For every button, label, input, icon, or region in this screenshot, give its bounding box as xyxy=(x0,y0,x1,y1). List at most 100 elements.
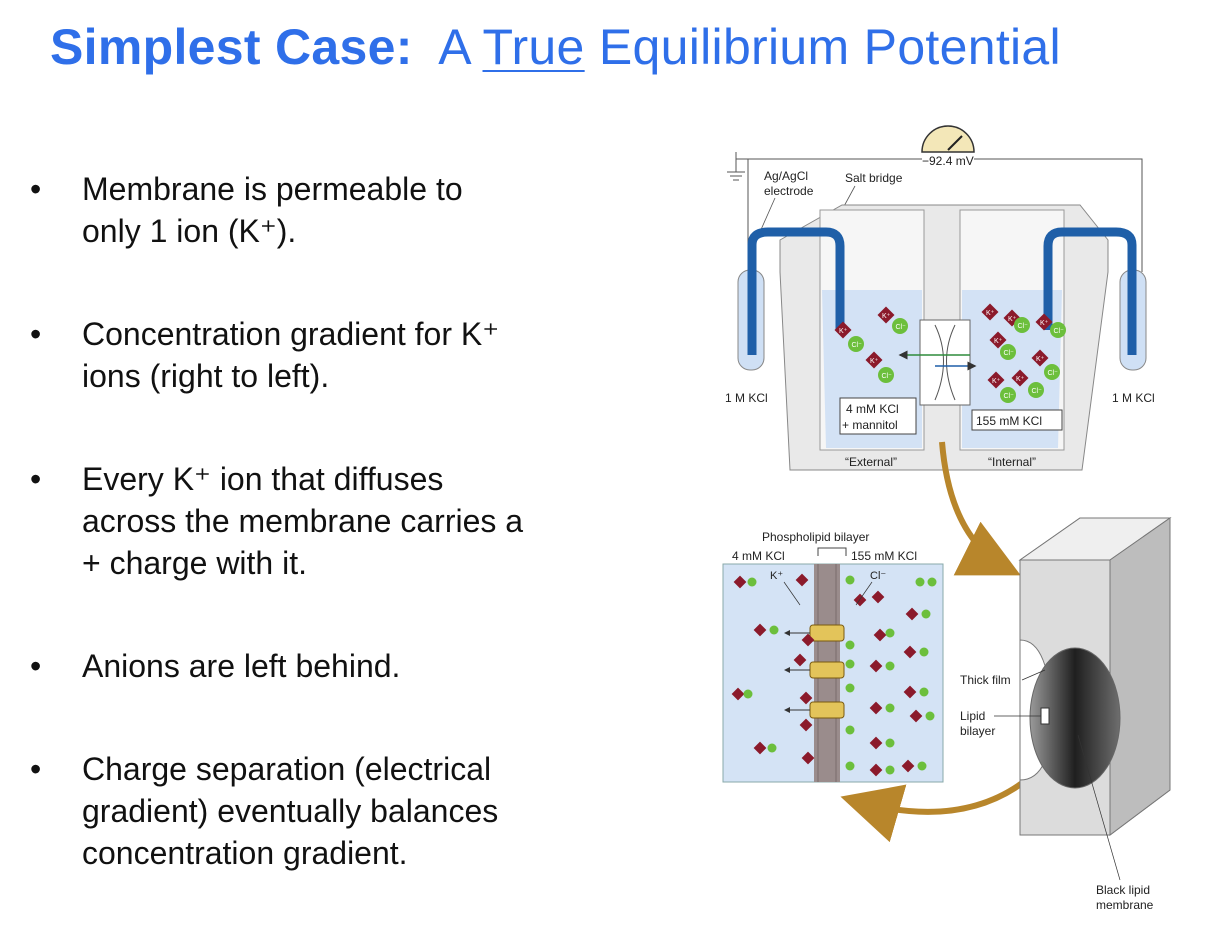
bullet-dot: • xyxy=(30,171,42,207)
title-post: Equilibrium Potential xyxy=(598,19,1061,75)
cl-ion-icon xyxy=(885,661,895,671)
k-ion-label: K⁺ xyxy=(882,313,891,320)
cl-ion-icon xyxy=(885,765,895,775)
right-box-label: 155 mM KCl xyxy=(976,414,1042,428)
cl-ion-label: Cl⁻ xyxy=(1004,350,1015,357)
k-ion-label: K⁺ xyxy=(986,310,995,317)
title-bold: Simplest Case: xyxy=(50,19,413,75)
left-tube-label: 1 M KCl xyxy=(725,391,768,405)
cl-ion-icon xyxy=(885,628,895,638)
bullet-text: only 1 ion (K⁺). xyxy=(82,213,297,249)
cl-ion-icon xyxy=(915,577,925,587)
cl-ion-label: Cl⁻ xyxy=(1054,328,1065,335)
wire-left xyxy=(735,152,922,160)
cl-ion-icon xyxy=(885,738,895,748)
external-label: “External” xyxy=(845,455,897,469)
cl-ion-label: Cl⁻ xyxy=(1032,388,1043,395)
lipid-bilayer-label: Lipid xyxy=(960,709,985,723)
cl-ion-icon xyxy=(919,687,929,697)
cl-ion-icon xyxy=(1028,382,1044,398)
cl-ion-icon xyxy=(845,575,855,585)
left-box-label: + mannitol xyxy=(842,418,898,432)
internal-label: “Internal” xyxy=(988,455,1036,469)
right-tube-label: 1 M KCl xyxy=(1112,391,1155,405)
cl-ion-icon xyxy=(917,761,927,771)
k-ion-label: K⁺ xyxy=(1036,356,1045,363)
k-ion-icon xyxy=(989,331,1007,349)
cl-ion-icon xyxy=(878,367,894,383)
k-channels xyxy=(784,624,845,719)
right-conc-label: 155 mM KCl xyxy=(851,549,917,563)
title-underlined: True xyxy=(482,19,585,75)
thick-film-label: Thick film xyxy=(960,673,1011,687)
k-ion-label: K⁺ xyxy=(870,358,879,365)
bullet-text: Every K⁺ ion that diffuses xyxy=(82,461,444,497)
k-ion-label: K⁺ xyxy=(1008,316,1017,323)
k-ion-label: K⁺ xyxy=(994,338,1003,345)
bullet-text: concentration gradient. xyxy=(82,835,408,871)
bullet-dot: • xyxy=(30,648,42,684)
left-box-label: 4 mM KCl xyxy=(846,402,899,416)
lipid-bilayer-label: bilayer xyxy=(960,724,995,738)
salt-bridge-right xyxy=(1043,227,1147,371)
voltmeter-reading: −92.4 mV xyxy=(922,154,974,168)
cl-ion-label: Cl⁻ xyxy=(1004,393,1015,400)
bullet-text: + charge with it. xyxy=(82,545,307,581)
cl-ion-icon xyxy=(927,577,937,587)
membrane-block xyxy=(1018,517,1172,836)
electrode-label: Ag/AgCl xyxy=(764,169,808,183)
cl-ion-icon xyxy=(919,647,929,657)
bullet-text: gradient) eventually balances xyxy=(82,793,499,829)
black-lipid-label: Black lipid xyxy=(1096,883,1150,897)
cl-ion-icon xyxy=(1000,387,1016,403)
bullet-text: Membrane is permeable to xyxy=(82,171,463,207)
cl-ion-icon xyxy=(1050,322,1066,338)
cl-ion-icon xyxy=(845,640,855,650)
cl-ion-icon xyxy=(1014,317,1030,333)
cl-ion-icon xyxy=(1000,344,1016,360)
cl-ion-icon xyxy=(743,689,753,699)
page-title: Simplest Case: A True Equilibrium Potent… xyxy=(50,18,1061,76)
cl-ion-icon xyxy=(925,711,935,721)
cl-ion-icon xyxy=(845,683,855,693)
k-ion-icon xyxy=(865,351,883,369)
bullet-text: Charge separation (electrical xyxy=(82,751,492,787)
cl-ion-icon xyxy=(747,577,757,587)
salt-bridge-label: Salt bridge xyxy=(845,171,903,185)
cl-ion-icon xyxy=(769,625,779,635)
k-ion-label: K⁺ xyxy=(992,378,1001,385)
bullet-dot: • xyxy=(30,316,42,352)
cl-ion-icon xyxy=(767,743,777,753)
cl-ion-label: Cl⁻ xyxy=(882,373,893,380)
ground-icon xyxy=(727,159,745,181)
k-ion-label: K⁺ xyxy=(1040,320,1049,327)
cl-ion-icon xyxy=(1044,364,1060,380)
curved-arrow-down xyxy=(939,441,1021,576)
cl-ion-icon xyxy=(885,703,895,713)
bullet-dot: • xyxy=(30,461,42,497)
left-conc-label: 4 mM KCl xyxy=(732,549,785,563)
cl-ion-icon xyxy=(892,318,908,334)
k-ion-icon xyxy=(834,321,852,339)
cl-ion-label: Cl⁻ xyxy=(852,342,863,349)
cl-ion-label: Cl⁻ xyxy=(1018,323,1029,330)
cl-ion-icon xyxy=(921,609,931,619)
cl-label: Cl⁻ xyxy=(870,570,886,582)
electrode-label: electrode xyxy=(764,184,814,198)
bullet-text: Concentration gradient for K⁺ xyxy=(82,316,500,352)
bullet-dot: • xyxy=(30,751,42,787)
wire-right xyxy=(974,158,1143,272)
bullet-text: Anions are left behind. xyxy=(82,648,401,684)
bullet-text: across the membrane carries a xyxy=(82,503,524,539)
black-lipid-label: membrane xyxy=(1096,898,1154,912)
voltmeter: −92.4 mV xyxy=(921,125,975,168)
cl-ion-icon xyxy=(845,659,855,669)
k-label: K⁺ xyxy=(770,570,783,582)
phospholipid-label: Phospholipid bilayer xyxy=(762,530,869,544)
k-ion-label: K⁺ xyxy=(1016,376,1025,383)
k-ion-icon xyxy=(987,371,1005,389)
cl-ion-label: Cl⁻ xyxy=(896,324,907,331)
k-ion-icon xyxy=(877,306,895,324)
k-ion-icon xyxy=(981,303,999,321)
salt-bridge-left xyxy=(737,227,845,371)
